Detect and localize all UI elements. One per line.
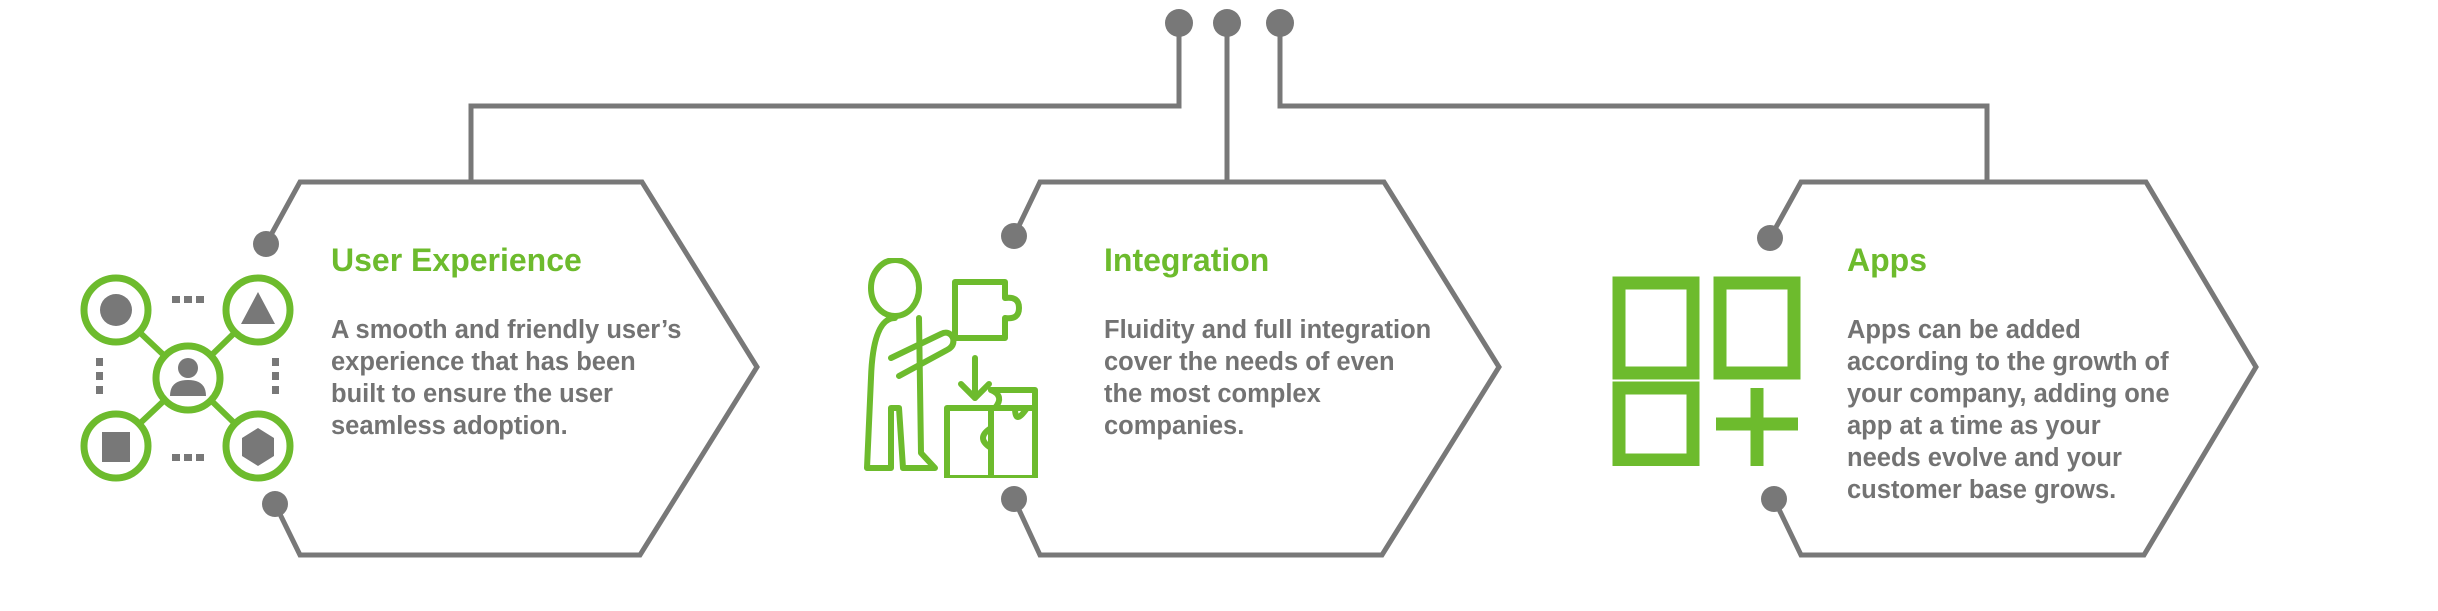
connector-dot: [1165, 9, 1193, 37]
card-body: Fluidity and full integration cover the …: [1104, 316, 1432, 440]
card-title: Integration: [1104, 242, 1270, 278]
connector-right: [1277, 23, 1990, 182]
connector-dot: [1266, 9, 1294, 37]
card-body: Apps can be added according to the growt…: [1847, 316, 2170, 504]
card-body: A smooth and friendly user’s experience …: [331, 316, 682, 440]
panel-outline-user-experience: [263, 179, 760, 558]
panel-dot: [1001, 223, 1027, 249]
panel-dot: [253, 231, 279, 257]
user-network-icon: [80, 274, 294, 482]
app-grid-add-icon: [1612, 276, 1801, 466]
connector-dot: [1213, 9, 1241, 37]
panel-outline-apps: [1767, 179, 2259, 558]
card-title: Apps: [1847, 242, 1927, 278]
panel-dot: [262, 491, 288, 517]
panel-dot: [1761, 486, 1787, 512]
panel-dot: [1757, 225, 1783, 251]
connector-left: [468, 23, 1182, 182]
card-title: User Experience: [331, 242, 582, 278]
panel-outline-integration: [1011, 179, 1502, 558]
person-puzzle-icon: [864, 258, 1038, 478]
panel-dot: [1001, 486, 1027, 512]
